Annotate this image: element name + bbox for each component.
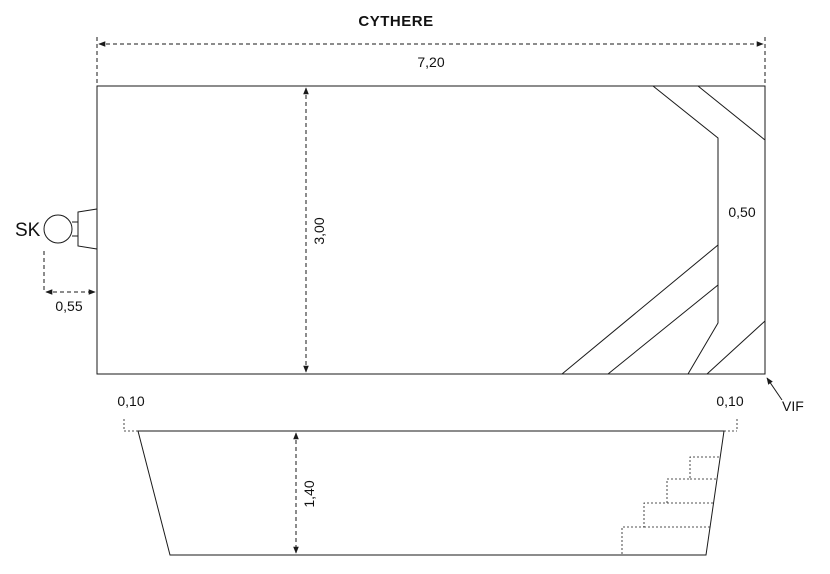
length-label: 7,20	[417, 54, 444, 70]
pool-steps-section	[621, 456, 719, 555]
pool-plan-outline	[96, 85, 766, 375]
skimmer	[43, 208, 98, 250]
skimmer-offset-label: 0,55	[55, 298, 82, 314]
vif-pointer: VIF	[766, 377, 804, 414]
step-width-label: 0,50	[728, 204, 755, 220]
skimmer-label: SK	[15, 220, 41, 241]
depth-dimension: 1,40	[293, 432, 317, 554]
width-label: 3,00	[311, 217, 327, 244]
vif-label: VIF	[782, 398, 804, 414]
depth-label: 1,40	[301, 480, 317, 507]
diagram-title: CYTHERE	[358, 13, 433, 30]
pool-steps-plan	[561, 85, 766, 375]
pool-section-outline	[137, 430, 725, 556]
skimmer-offset-dimension: 0,55	[43, 251, 98, 314]
section-rims	[123, 419, 738, 432]
rim-left-label: 0,10	[117, 393, 144, 409]
length-dimension: 7,20	[96, 37, 766, 84]
rim-right-label: 0,10	[716, 393, 743, 409]
width-dimension: 3,00	[303, 87, 327, 373]
